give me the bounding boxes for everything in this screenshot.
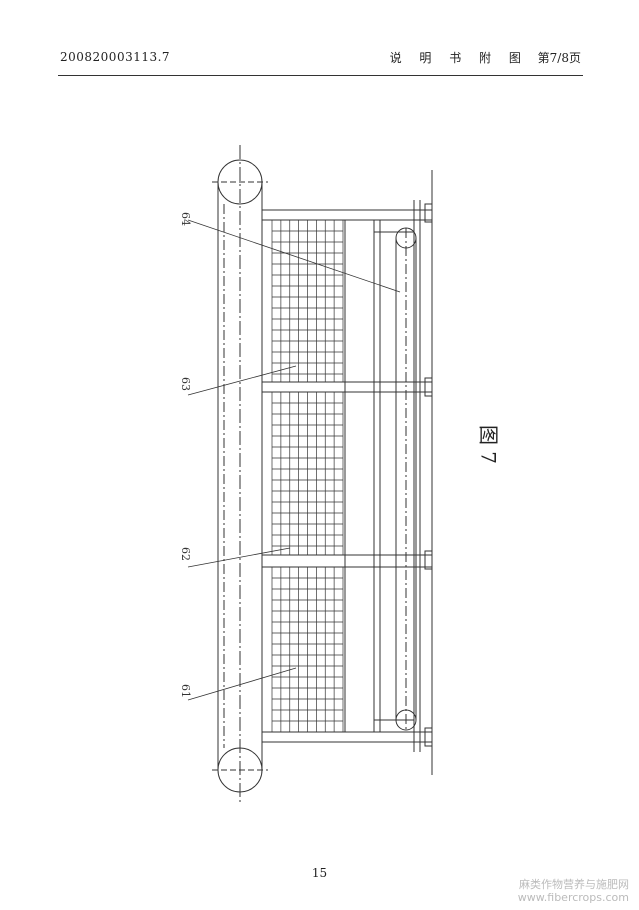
watermark-line2: www.fibercrops.com bbox=[517, 891, 629, 904]
label-61: 61 bbox=[179, 684, 192, 698]
frame bbox=[262, 200, 433, 752]
application-number: 200820003113.7 bbox=[60, 50, 171, 64]
header-rule bbox=[58, 75, 583, 76]
figure-title-box: 图 7 bbox=[470, 425, 510, 480]
grid-panels bbox=[271, 219, 344, 733]
label-62: 62 bbox=[179, 547, 192, 561]
label-63: 63 bbox=[179, 377, 192, 391]
watermark: 麻类作物营养与施肥网 www.fibercrops.com bbox=[518, 878, 629, 904]
watermark-line1: 麻类作物营养与施肥网 bbox=[519, 878, 629, 891]
section-title: 说 明 书 附 图 bbox=[389, 51, 528, 65]
label-64: 64 bbox=[179, 212, 192, 226]
left-conveyor bbox=[212, 145, 268, 805]
header-section: 说 明 书 附 图 第7/8页 bbox=[390, 49, 581, 66]
figure-title: 图 7 bbox=[476, 424, 501, 465]
right-conveyor bbox=[395, 227, 417, 731]
leader-lines bbox=[187, 219, 401, 701]
page-number: 15 bbox=[311, 866, 328, 880]
page-indicator: 第7/8页 bbox=[537, 51, 581, 65]
